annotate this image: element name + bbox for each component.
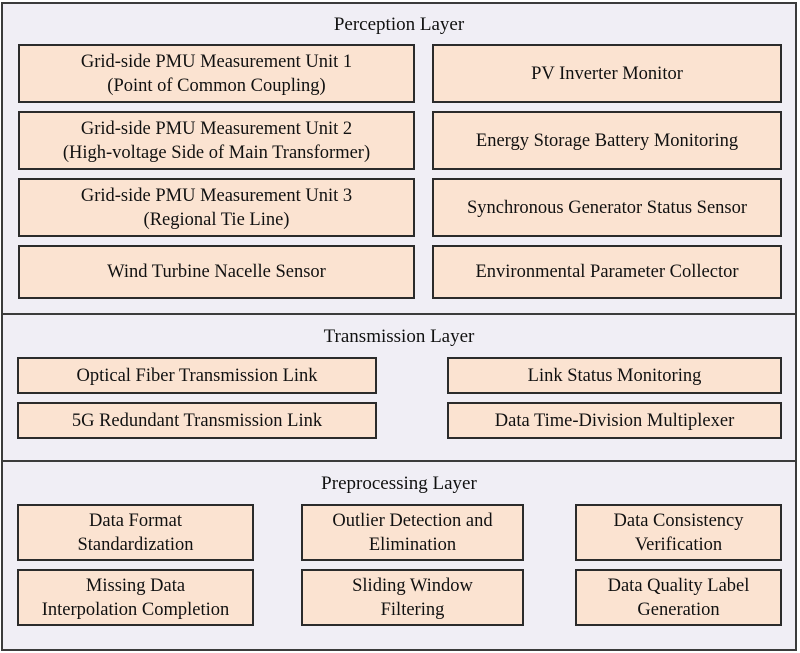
box-label: Synchronous Generator Status Sensor: [466, 197, 748, 218]
box-label: Grid-side PMU Measurement Unit 3: [80, 185, 353, 206]
preprocessing-layer: Preprocessing Layer Data Format Standard…: [1, 460, 797, 651]
sliding-window-box: Sliding Window Filtering: [301, 569, 524, 626]
box-label: Outlier Detection and: [332, 510, 493, 531]
box-sublabel: Interpolation Completion: [41, 599, 230, 620]
box-sublabel: Generation: [637, 599, 720, 620]
box-label: Data Consistency: [613, 510, 744, 531]
time-division-multiplexer-box: Data Time-Division Multiplexer: [447, 402, 782, 439]
consistency-verification-box: Data Consistency Verification: [575, 504, 782, 561]
box-sublabel: Standardization: [77, 534, 194, 555]
transmission-layer: Transmission Layer Optical Fiber Transmi…: [1, 313, 797, 463]
sync-generator-box: Synchronous Generator Status Sensor: [432, 178, 782, 237]
perception-layer: Perception Layer Grid-side PMU Measureme…: [1, 2, 797, 315]
box-label: Link Status Monitoring: [527, 365, 702, 386]
perception-layer-title: Perception Layer: [333, 14, 465, 35]
outlier-detection-box: Outlier Detection and Elimination: [301, 504, 524, 561]
pmu-unit-3-box: Grid-side PMU Measurement Unit 3 (Region…: [18, 178, 415, 237]
box-sublabel: (High-voltage Side of Main Transformer): [62, 142, 371, 163]
box-sublabel: Elimination: [368, 534, 457, 555]
box-label: Wind Turbine Nacelle Sensor: [107, 262, 326, 282]
pmu-unit-1-box: Grid-side PMU Measurement Unit 1 (Point …: [18, 44, 415, 103]
data-format-box: Data Format Standardization: [17, 504, 254, 561]
quality-label-box: Data Quality Label Generation: [575, 569, 782, 626]
wind-turbine-sensor-box: Wind Turbine Nacelle Sensor: [18, 245, 415, 299]
box-label: Data Format: [89, 510, 182, 531]
box-label: Energy Storage Battery Monitoring: [475, 130, 739, 151]
box-sublabel: (Point of Common Coupling): [107, 75, 326, 96]
transmission-layer-title: Transmission Layer: [323, 326, 475, 347]
box-label: Grid-side PMU Measurement Unit 1: [80, 51, 353, 72]
box-label: 5G Redundant Transmission Link: [71, 410, 323, 431]
optical-fiber-box: Optical Fiber Transmission Link: [17, 357, 377, 394]
box-label: Grid-side PMU Measurement Unit 2: [80, 118, 353, 139]
pmu-unit-2-box: Grid-side PMU Measurement Unit 2 (High-v…: [18, 111, 415, 170]
box-label: PV Inverter Monitor: [531, 63, 683, 84]
missing-data-box: Missing Data Interpolation Completion: [17, 569, 254, 626]
pv-inverter-box: PV Inverter Monitor: [432, 44, 782, 103]
box-label: Optical Fiber Transmission Link: [76, 365, 318, 386]
link-status-box: Link Status Monitoring: [447, 357, 782, 394]
box-label: Missing Data: [85, 575, 186, 596]
box-sublabel: Verification: [634, 534, 723, 555]
box-sublabel: (Regional Tie Line): [143, 209, 290, 230]
box-sublabel: Filtering: [380, 599, 445, 620]
energy-storage-box: Energy Storage Battery Monitoring: [432, 111, 782, 170]
box-label: Data Quality Label: [607, 575, 750, 596]
preprocessing-layer-title: Preprocessing Layer: [321, 473, 477, 494]
environmental-collector-box: Environmental Parameter Collector: [432, 245, 782, 299]
box-label: Data Time-Division Multiplexer: [494, 410, 735, 431]
5g-link-box: 5G Redundant Transmission Link: [17, 402, 377, 439]
box-label: Sliding Window: [352, 575, 473, 596]
box-label: Environmental Parameter Collector: [475, 262, 739, 282]
